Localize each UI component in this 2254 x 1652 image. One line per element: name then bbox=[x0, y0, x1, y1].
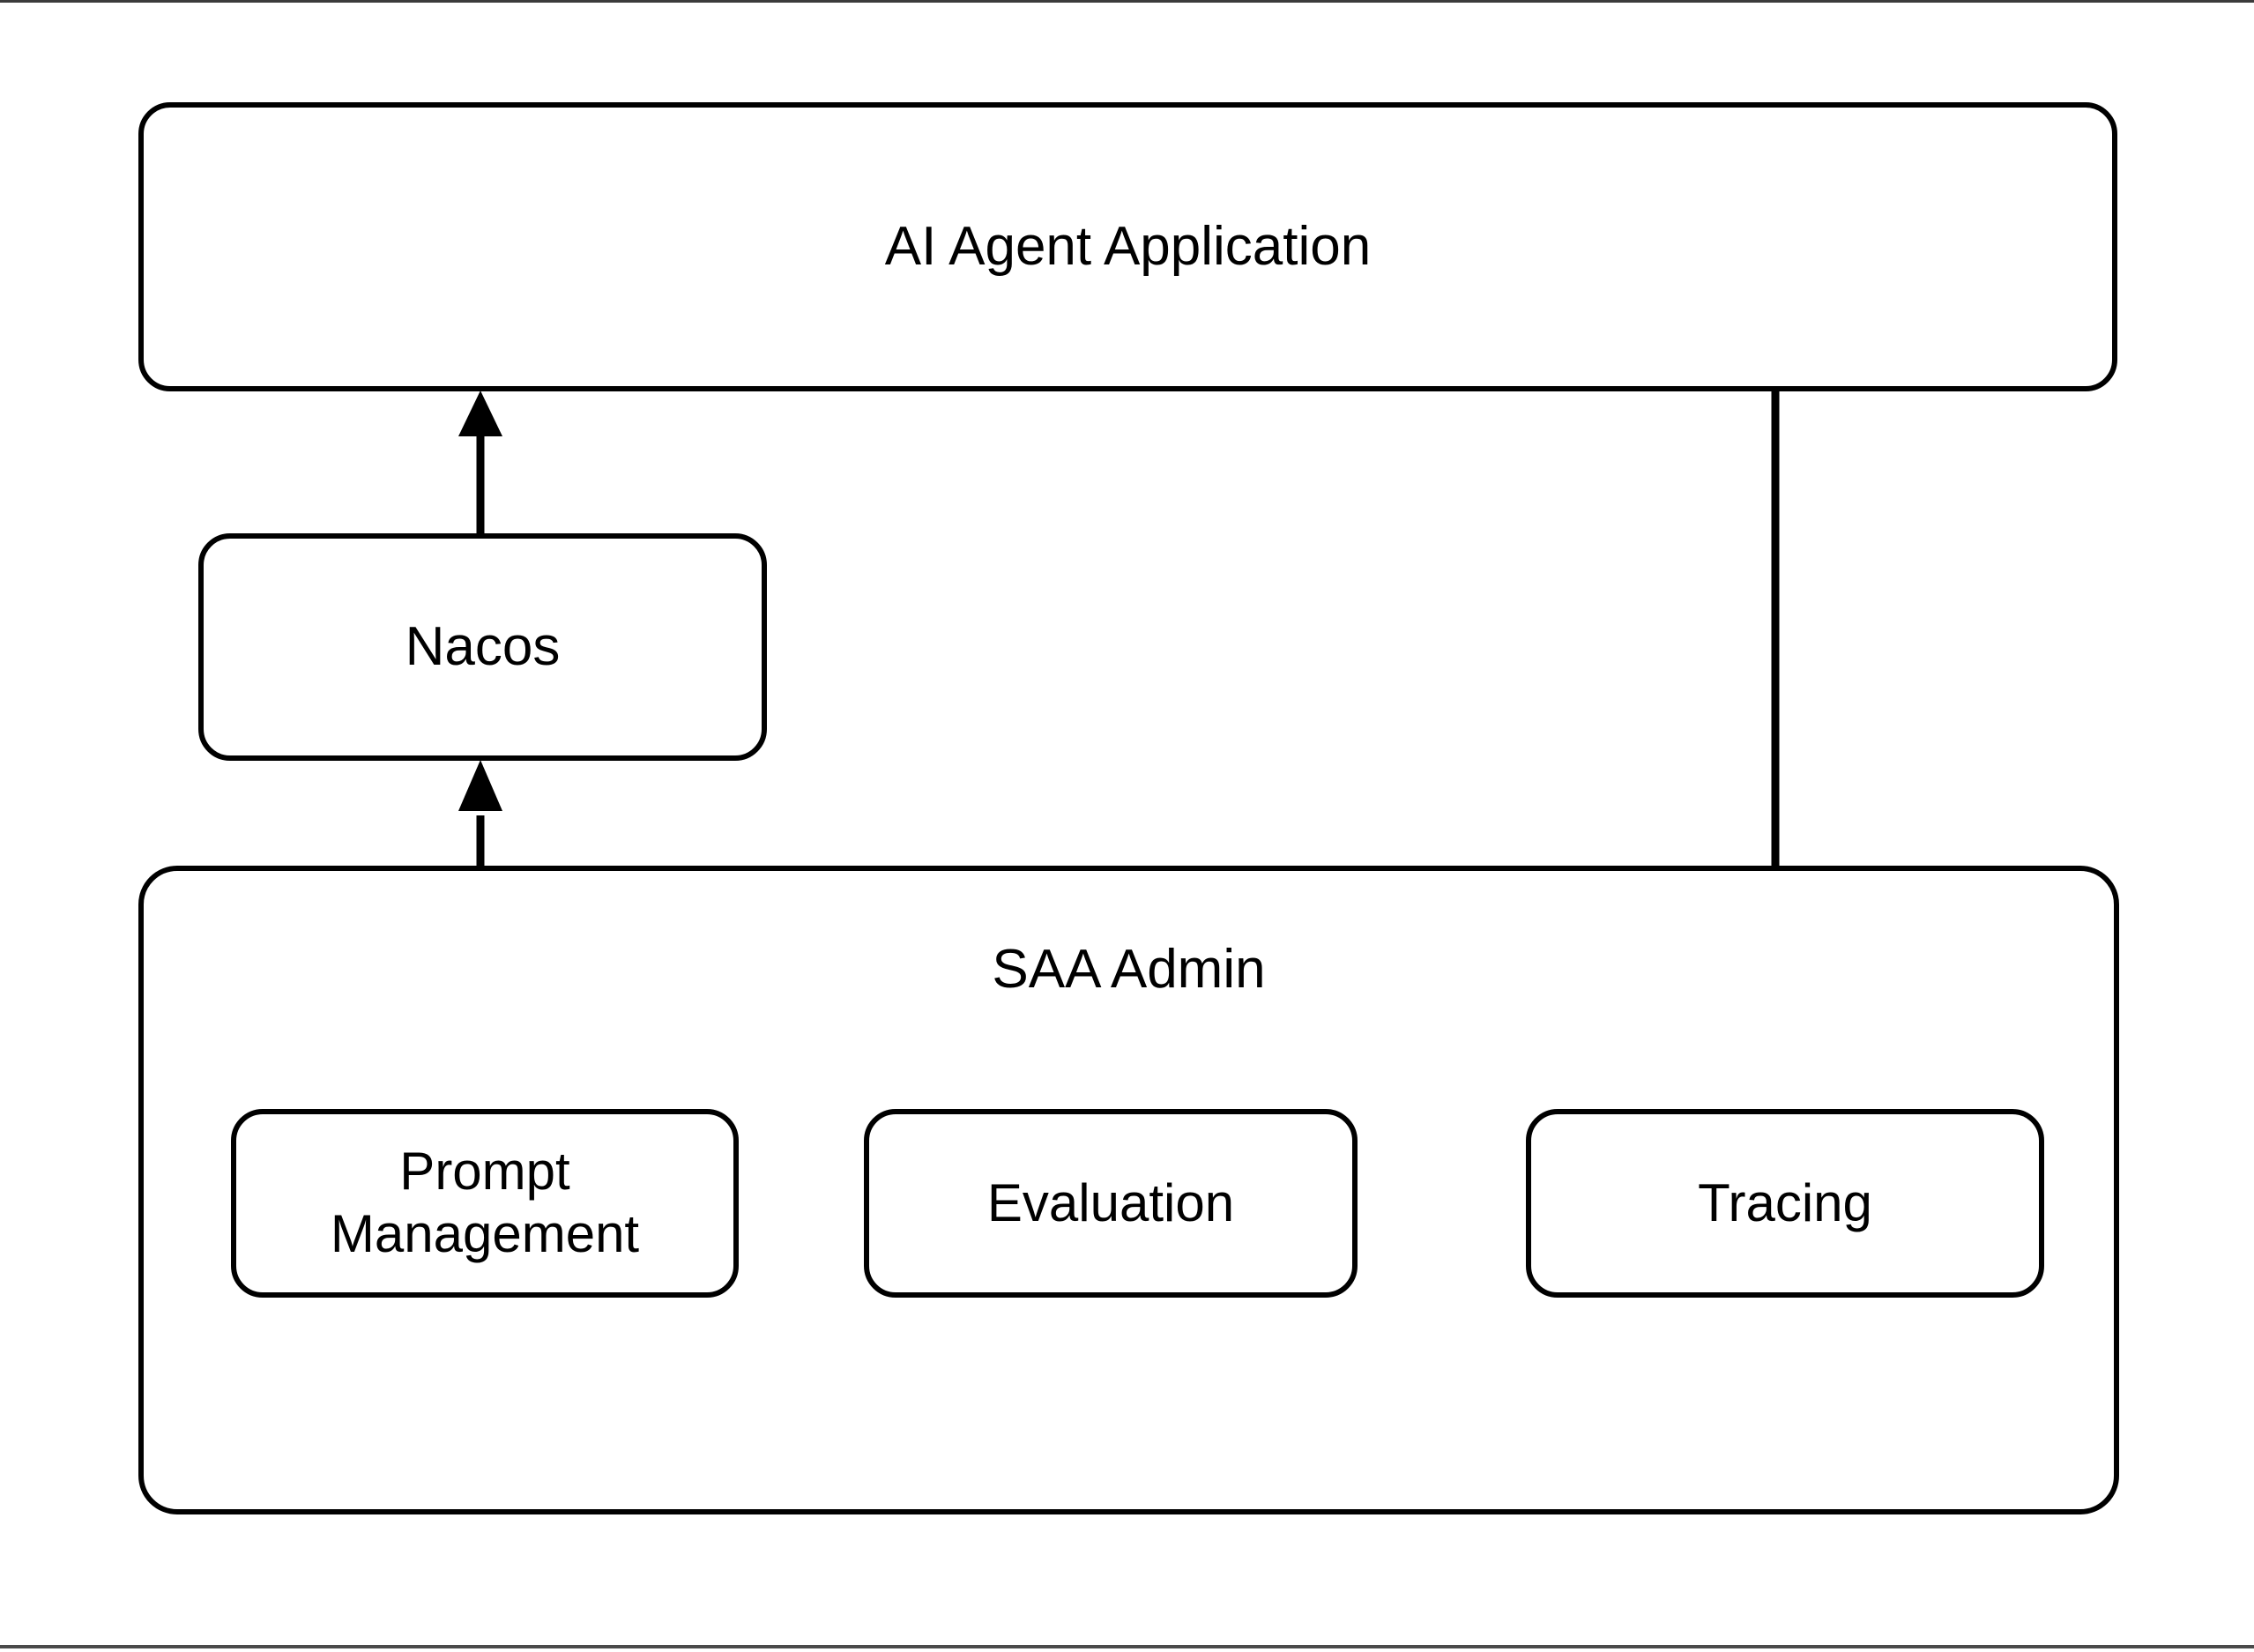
node-saa-admin-label: SAA Admin bbox=[992, 939, 1266, 1000]
page-top-rule bbox=[0, 0, 2254, 3]
node-ai-agent-application-label: AI Agent Application bbox=[884, 216, 1372, 278]
node-tracing-label: Tracing bbox=[1698, 1172, 1872, 1232]
node-prompt-management-label-line1: Prompt bbox=[399, 1142, 570, 1202]
node-tracing[interactable]: Tracing bbox=[1526, 1109, 2044, 1298]
node-prompt-management-label-line2: Management bbox=[330, 1204, 640, 1263]
node-nacos[interactable]: Nacos bbox=[198, 533, 767, 761]
node-prompt-management-label: Prompt Management bbox=[331, 1141, 639, 1266]
arrow-nacos-to-ai-agent-application bbox=[458, 391, 502, 533]
node-evaluation[interactable]: Evaluation bbox=[864, 1109, 1358, 1298]
node-prompt-management[interactable]: Prompt Management bbox=[231, 1109, 739, 1298]
node-nacos-label: Nacos bbox=[405, 616, 561, 678]
page-bottom-rule bbox=[0, 1645, 2254, 1648]
node-evaluation-label: Evaluation bbox=[986, 1172, 1235, 1232]
node-ai-agent-application[interactable]: AI Agent Application bbox=[138, 102, 2117, 391]
